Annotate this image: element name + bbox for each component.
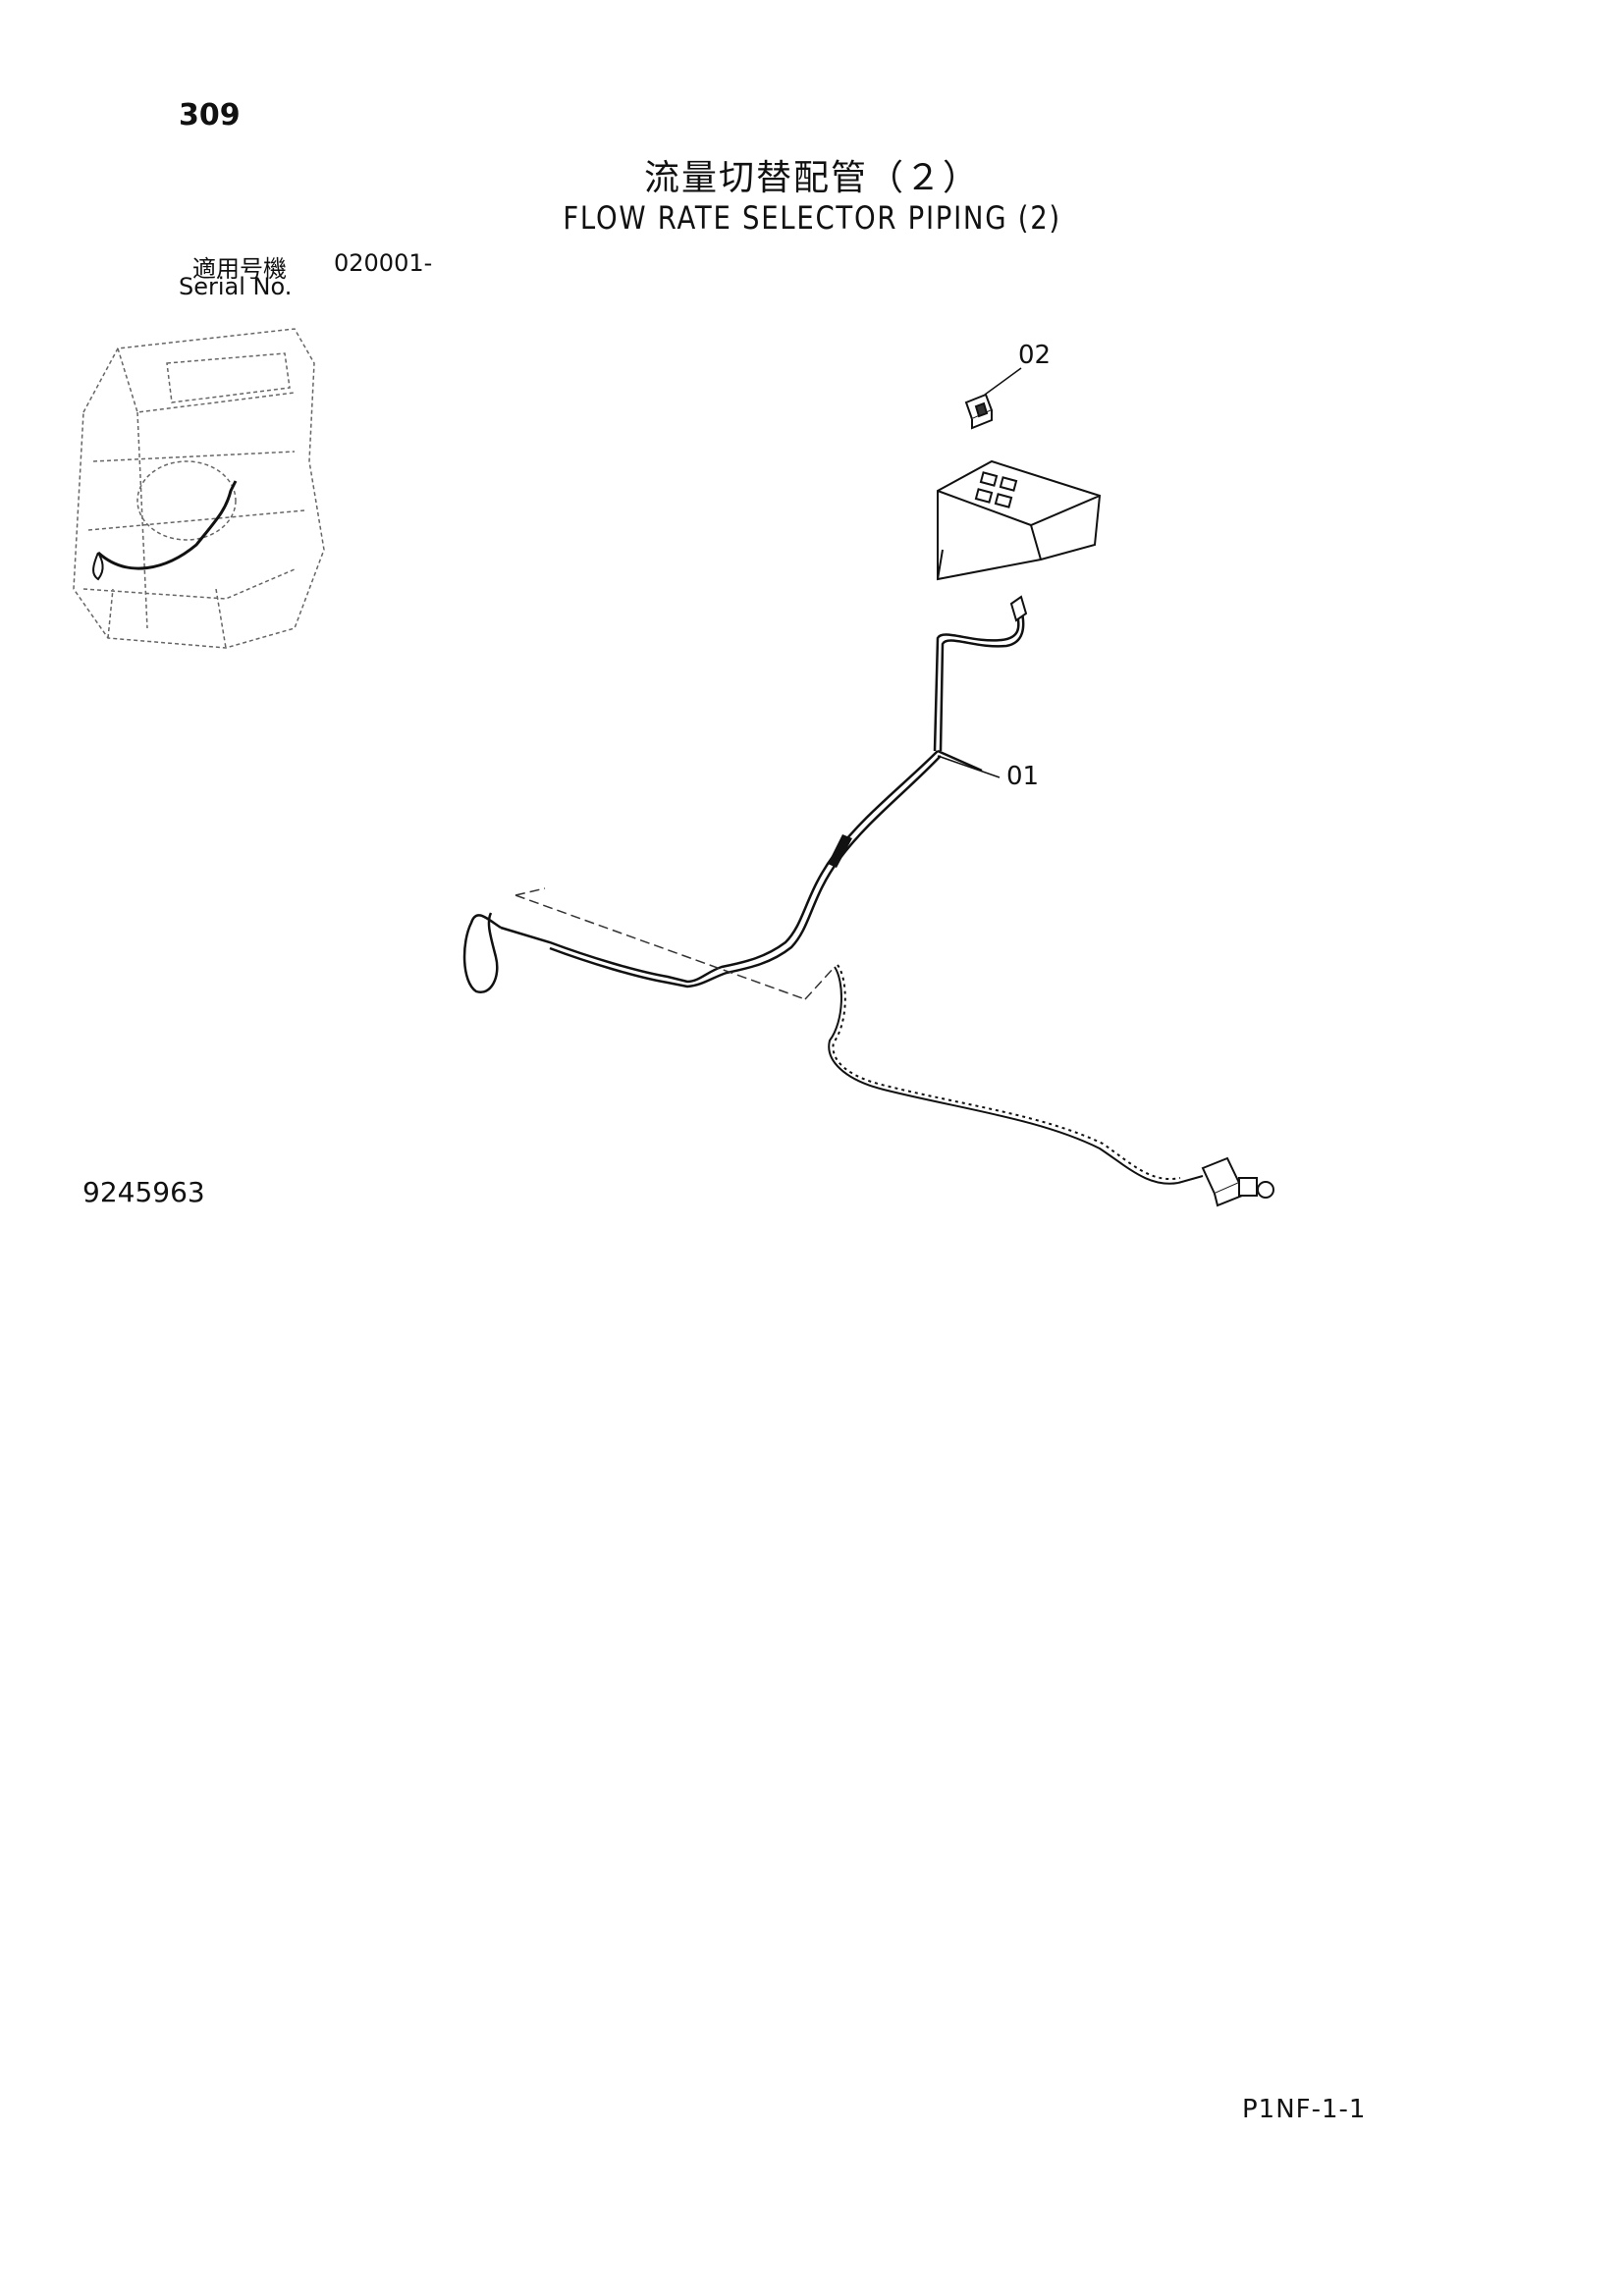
serial-range: 020001-	[334, 249, 433, 277]
machine-cab-locator-icon	[73, 328, 325, 649]
callout-label-02: 02	[1018, 341, 1052, 370]
page-number: 309	[179, 98, 241, 133]
serial-label-jp: 適用号機	[192, 255, 287, 283]
branch-cable	[828, 964, 1181, 1185]
callout-leaders	[937, 367, 1022, 778]
document-number: 9245963	[82, 1176, 205, 1208]
callout-label-01: 01	[1006, 762, 1040, 791]
page-title-jp: 流量切替配管（２）	[643, 158, 980, 198]
reference-dashed-lines	[514, 887, 836, 1000]
harness-connector-top	[1009, 595, 1028, 622]
page-title-en: FLOW RATE SELECTOR PIPING (2)	[563, 199, 1061, 237]
console-box	[937, 459, 1102, 581]
harness-clip	[828, 834, 852, 868]
footer-code: P1NF-1-1	[1242, 2095, 1367, 2124]
locator-harness-loop	[92, 552, 104, 581]
switch-part-icon	[964, 393, 994, 430]
harness-part-icon	[462, 608, 1025, 993]
serial-label-en: Serial No.	[179, 273, 293, 300]
solenoid-valve-icon	[1177, 1156, 1274, 1207]
locator-harness-highlight	[96, 480, 238, 570]
